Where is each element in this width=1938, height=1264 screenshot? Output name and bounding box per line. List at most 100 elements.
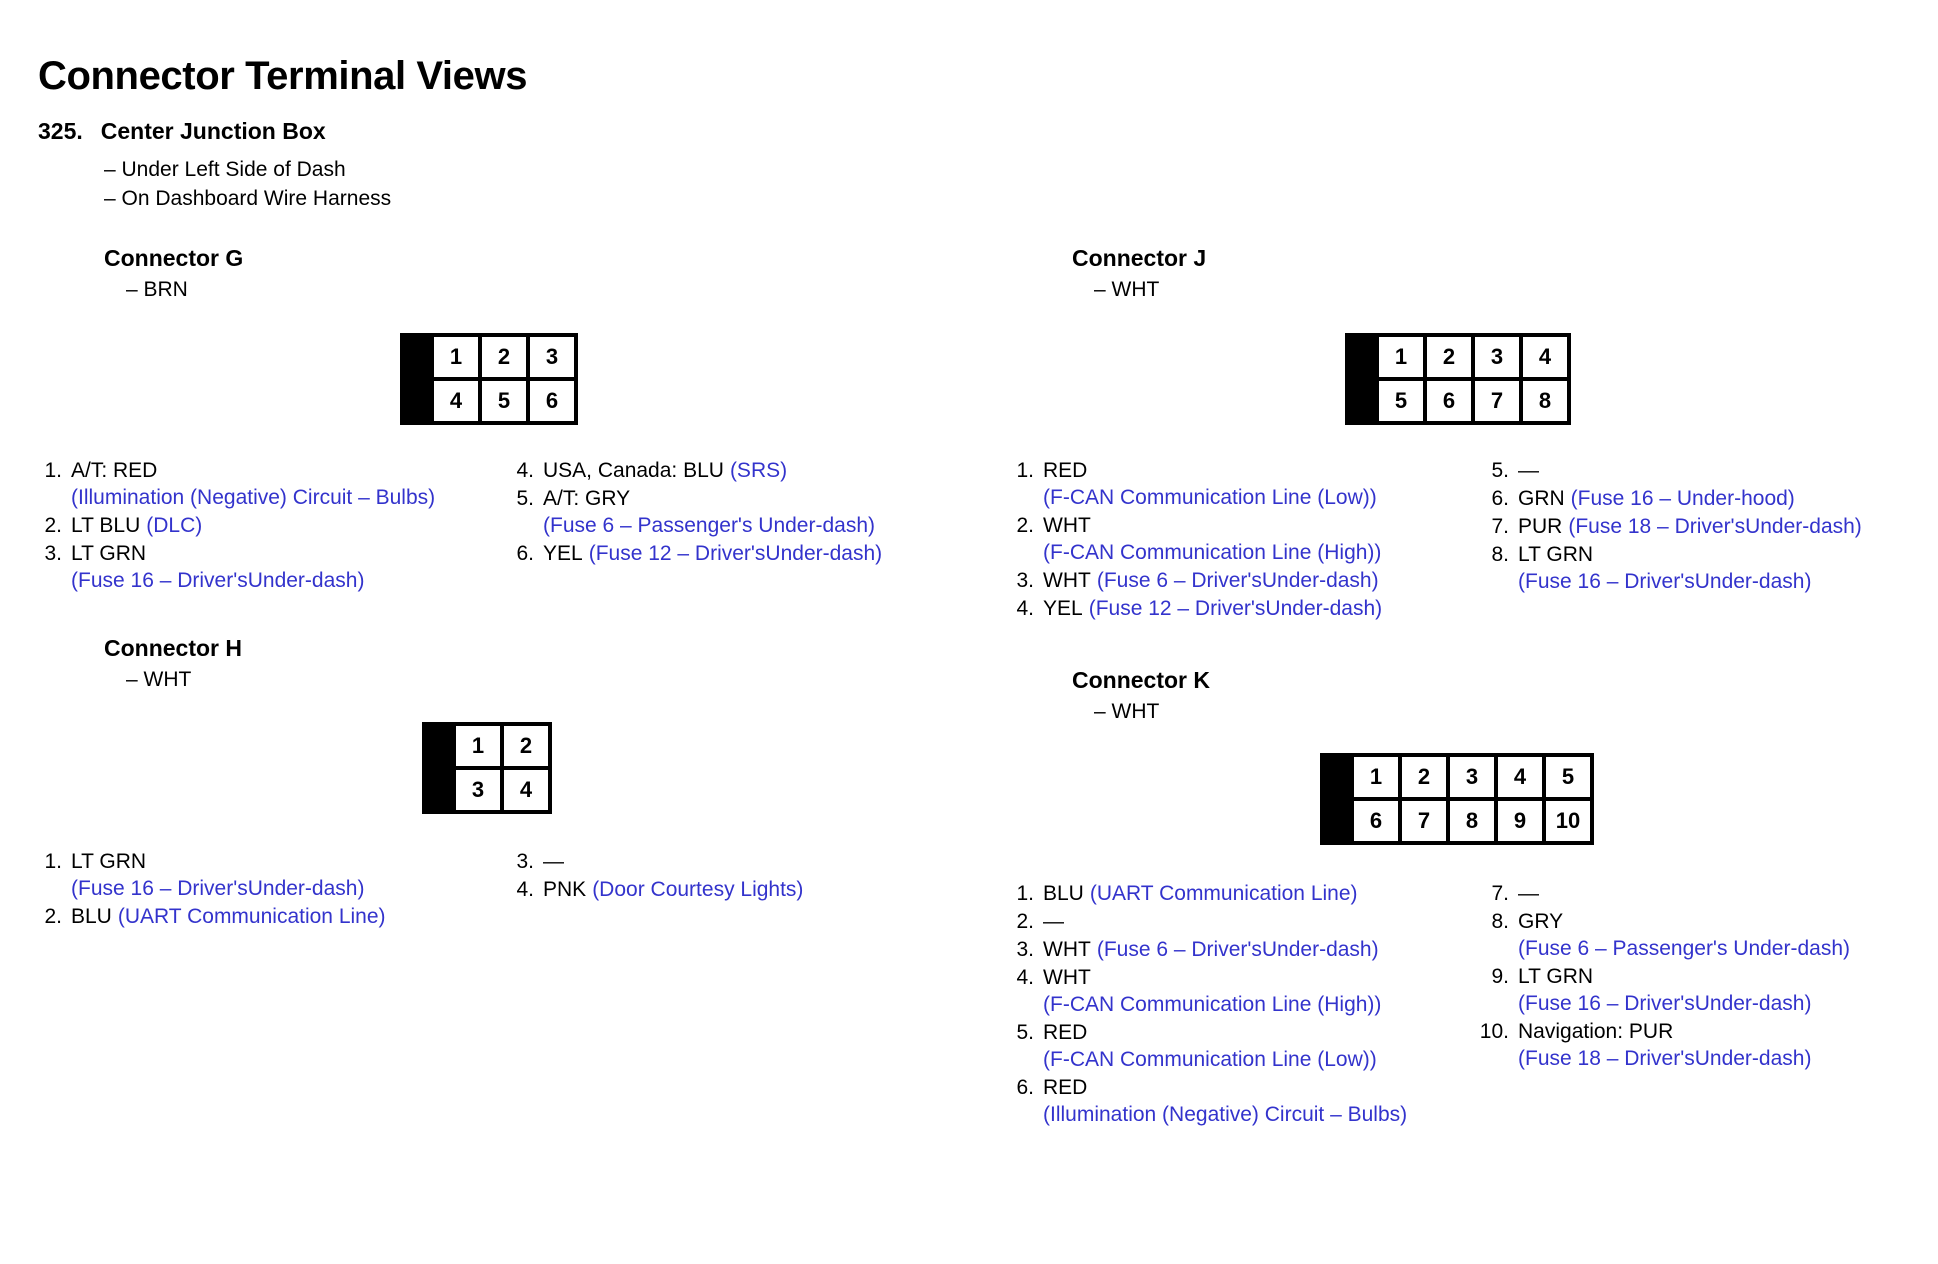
pin-wire-color: YEL [543,542,583,565]
pin-description: (F-CAN Communication Line (High)) [1043,541,1382,564]
pin-description: (Fuse 16 – Driver'sUnder-dash) [1518,570,1812,593]
terminal-cell: 8 [1450,801,1494,841]
pin-description: (Fuse 16 – Driver'sUnder-dash) [71,569,365,592]
connector-g-color: – BRN [126,278,188,301]
pin-wire-color: — [543,850,564,873]
terminal-cell: 5 [482,381,526,421]
pin-number: 7. [1491,515,1509,538]
connector-j-terminal-grid: 1 2 3 4 5 6 7 8 [1345,333,1571,425]
pin-wire-color: LT GRN [1518,965,1594,988]
connector-h-pin-list-left: 1. LT GRN (Fuse 16 – Driver'sUnder-dash)… [40,848,386,931]
section-heading: 325. Center Junction Box [38,118,326,145]
pin-number: 2. [1016,910,1034,933]
terminal-cell: 3 [1450,757,1494,797]
pin-wire-color: RED [1043,459,1088,482]
pin-description: (F-CAN Communication Line (High)) [1043,993,1382,1016]
connector-g-heading: Connector G – BRN [104,245,243,302]
pin-number: 3. [1016,569,1034,592]
connector-keyway-tab [404,337,434,421]
pin-wire-color: LT GRN [71,542,147,565]
connector-j-title: Connector J [1072,245,1207,271]
pin-entry: 3. WHT(Fuse 6 – Driver'sUnder-dash) [1012,936,1407,963]
pin-entry: 5. RED (F-CAN Communication Line (Low)) [1012,1019,1407,1073]
pin-number: 1. [1016,459,1034,482]
section-number: 325. [38,118,83,144]
pin-number: 5. [1491,459,1509,482]
terminal-row: 1 2 [456,726,548,766]
pin-entry: 1. RED (F-CAN Communication Line (Low)) [1012,457,1382,511]
terminal-row: 3 4 [456,770,548,810]
pin-wire-color: — [1518,459,1539,482]
terminal-cell: 2 [504,726,548,766]
pin-wire-color: — [1518,882,1539,905]
pin-number: 6. [1491,487,1509,510]
pin-description: (Fuse 6 – Driver'sUnder-dash) [1096,938,1379,961]
pin-entry: 1. BLU(UART Communication Line) [1012,880,1407,907]
pin-description: (Fuse 12 – Driver'sUnder-dash) [588,542,883,565]
pin-wire-color: PNK [543,878,587,901]
pin-wire-color: RED [1043,1021,1088,1044]
pin-description: (DLC) [146,514,203,537]
pin-wire-color: YEL [1043,597,1083,620]
page-title: Connector Terminal Views [38,54,528,98]
pin-wire-color: BLU [71,905,112,928]
pin-wire-color: LT GRN [71,850,147,873]
pin-entry: 5. — [1487,457,1862,484]
connector-g-pin-list-left: 1. A/T: RED (Illumination (Negative) Cir… [40,457,435,595]
terminal-row: 1 2 3 4 [1379,337,1567,377]
location-list: – Under Left Side of Dash – On Dashboard… [104,155,391,213]
terminal-cell: 6 [1427,381,1471,421]
pin-description: (Door Courtesy Lights) [592,878,804,901]
pin-description: (Fuse 18 – Driver'sUnder-dash) [1518,1047,1812,1070]
pin-entry: 1. LT GRN (Fuse 16 – Driver'sUnder-dash) [40,848,386,902]
pin-description: (UART Communication Line) [1089,882,1358,905]
connector-keyway-tab [426,726,456,810]
connector-h-color: – WHT [126,668,192,691]
connector-g-pin-list-right: 4. USA, Canada: BLU(SRS) 5. A/T: GRY (Fu… [512,457,882,568]
pin-wire-color: Navigation: PUR [1518,1020,1674,1043]
pin-number: 4. [516,459,534,482]
section-name: Center Junction Box [100,118,326,144]
terminal-cell: 7 [1475,381,1519,421]
terminal-cell: 1 [456,726,500,766]
pin-number: 2. [1016,514,1034,537]
pin-entry: 7. PUR(Fuse 18 – Driver'sUnder-dash) [1487,513,1861,540]
pin-entry: 2. LT BLU(DLC) [40,512,435,539]
pin-number: 9. [1491,965,1509,988]
pin-number: 1. [1016,882,1034,905]
terminal-cell: 10 [1546,801,1590,841]
pin-number: 6. [1016,1076,1034,1099]
pin-entry: 6. GRN(Fuse 16 – Under-hood) [1487,485,1862,512]
pin-description: (Fuse 12 – Driver'sUnder-dash) [1088,597,1383,620]
terminal-cell: 9 [1498,801,1542,841]
pin-number: 3. [44,542,62,565]
pin-description: (Illumination (Negative) Circuit – Bulbs… [1043,1103,1408,1126]
pin-wire-color: GRN [1518,487,1565,510]
connector-k-terminal-grid: 1 2 3 4 5 6 7 8 9 10 [1320,753,1594,845]
pin-wire-color: USA, Canada: BLU [543,459,724,482]
pin-entry: 3. LT GRN (Fuse 16 – Driver'sUnder-dash) [40,540,435,594]
terminal-cell: 3 [1475,337,1519,377]
terminal-cell: 2 [1427,337,1471,377]
pin-wire-color: BLU [1043,882,1084,905]
terminal-cell: 6 [530,381,574,421]
pin-number: 1. [44,850,62,873]
pin-entry: 4. YEL(Fuse 12 – Driver'sUnder-dash) [1012,595,1382,622]
terminal-cell: 1 [1354,757,1398,797]
terminal-cell: 1 [434,337,478,377]
pin-description: (UART Communication Line) [117,905,386,928]
pin-description: (Fuse 16 – Driver'sUnder-dash) [1518,992,1812,1015]
pin-number: 2. [44,905,62,928]
terminal-row: 6 7 8 9 10 [1354,801,1590,841]
pin-description: (Fuse 6 – Passenger's Under-dash) [1518,937,1851,960]
pin-wire-color: LT GRN [1518,543,1594,566]
pin-entry: 2. WHT (F-CAN Communication Line (High)) [1012,512,1382,566]
connector-j-pin-list-right: 5. — 6. GRN(Fuse 16 – Under-hood) 7. PUR… [1487,457,1862,596]
terminal-cell: 2 [1402,757,1446,797]
pin-number: 10. [1479,1020,1509,1043]
connector-k-heading: Connector K – WHT [1072,667,1210,724]
terminal-cell: 5 [1379,381,1423,421]
pin-number: 3. [516,850,534,873]
pin-wire-color: LT BLU [71,514,141,537]
